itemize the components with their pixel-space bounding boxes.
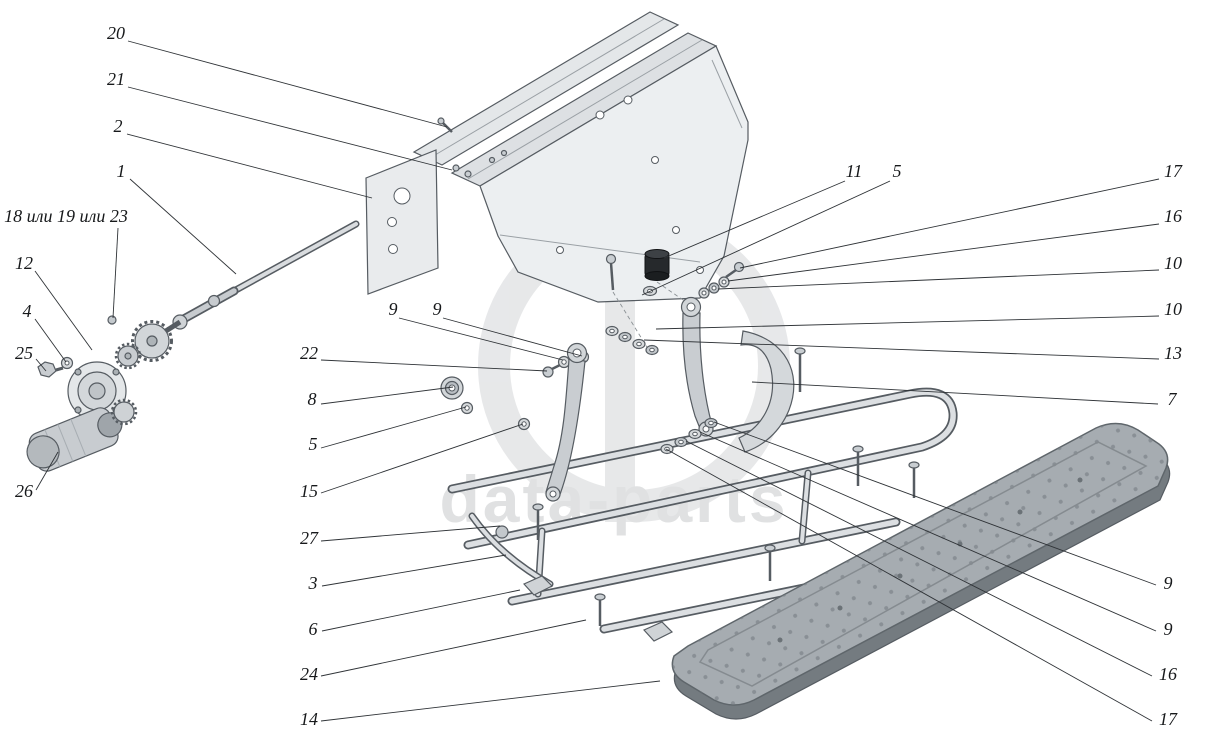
washer-row-mid <box>605 325 659 356</box>
drive-mechanism <box>26 220 360 472</box>
bolt <box>605 253 617 291</box>
leader-line-18-19-23 <box>112 227 119 319</box>
callout-label-16-b: 16 <box>1159 664 1177 684</box>
lever-right <box>680 296 714 437</box>
leader-line-5-left <box>320 406 467 449</box>
callout-label-11: 11 <box>846 161 863 181</box>
leader-line-26 <box>35 451 59 491</box>
bushing-8 <box>440 376 464 400</box>
leader-line-10-a <box>717 269 1160 290</box>
callout-label-20: 20 <box>107 23 125 43</box>
shaft-collar <box>207 294 221 308</box>
callout-label-22: 22 <box>300 343 318 363</box>
callout-label-18-19-23: 18 или 19 или 23 <box>4 206 128 226</box>
callout-label-9-d: 9 <box>1164 619 1173 639</box>
leader-line-7 <box>751 381 1159 405</box>
callout-label-5-left: 5 <box>309 434 318 454</box>
leader-line-20 <box>127 40 448 128</box>
callout-label-17-b: 17 <box>1159 709 1178 729</box>
callout-label-10-b: 10 <box>1164 299 1182 319</box>
leader-line-9-d <box>699 431 1157 632</box>
callout-label-13: 13 <box>1164 343 1182 363</box>
leader-line-12 <box>34 270 93 351</box>
gear-small-teeth <box>114 342 142 370</box>
frame-bolts <box>532 347 920 626</box>
callout-label-16-a: 16 <box>1164 206 1182 226</box>
frame-sleeve-27 <box>495 525 509 539</box>
callout-label-21: 21 <box>107 69 125 89</box>
fitting-25 <box>37 361 64 378</box>
motor-gear <box>113 401 135 423</box>
pin-part <box>107 315 117 325</box>
callout-label-15: 15 <box>300 481 318 501</box>
leader-line-21 <box>127 86 453 171</box>
mounting-bracket <box>365 11 749 303</box>
callout-label-24: 24 <box>300 664 318 684</box>
knob-11 <box>644 249 670 281</box>
leader-line-4 <box>34 318 67 363</box>
callout-label-27: 27 <box>300 528 319 548</box>
bolt-washers-upper-right <box>698 261 745 299</box>
leader-line-17-a <box>739 178 1160 269</box>
callout-label-9-b: 9 <box>433 299 442 319</box>
leader-line-16-b <box>685 440 1153 677</box>
frame-foot <box>642 621 674 642</box>
callout-label-7: 7 <box>1168 389 1178 409</box>
leader-line-17-b <box>665 448 1153 722</box>
lever-left <box>545 342 588 502</box>
leader-line-14 <box>320 680 661 722</box>
leader-line-3 <box>321 554 507 587</box>
leader-line-11 <box>663 180 846 259</box>
leader-line-8 <box>320 386 454 405</box>
callout-label-17-a: 17 <box>1164 161 1183 181</box>
leader-line-1 <box>129 178 237 275</box>
step-platform <box>671 422 1171 720</box>
leader-line-9-a <box>398 317 564 361</box>
leader-line-6 <box>321 589 521 632</box>
gear-large-teeth <box>131 320 173 362</box>
callout-label-14: 14 <box>300 709 318 729</box>
leader-line-16-a <box>727 223 1160 282</box>
leader-line-24 <box>320 619 587 677</box>
leader-line-9-b <box>442 317 583 357</box>
washer-row-lower <box>660 417 718 455</box>
callout-label-12: 12 <box>15 253 33 273</box>
leader-line-13 <box>643 339 1160 360</box>
bolt-22 <box>542 363 561 378</box>
leader-line-9-c <box>713 421 1157 586</box>
callout-label-8: 8 <box>308 389 317 409</box>
watermark-text: data-parts <box>439 462 788 536</box>
leader-line-22 <box>320 359 548 372</box>
leader-line-27 <box>320 525 501 542</box>
leader-line-5-top <box>641 180 891 296</box>
bracket-screws-21 <box>452 149 508 178</box>
leader-line-25 <box>35 358 47 372</box>
platform-rivets <box>777 477 1083 643</box>
linkage-parts <box>440 249 920 626</box>
callout-label-1: 1 <box>117 161 126 181</box>
callout-label-10-a: 10 <box>1164 253 1182 273</box>
callout-label-6: 6 <box>309 619 318 639</box>
callout-label-2: 2 <box>114 116 123 136</box>
callout-label-25: 25 <box>15 343 33 363</box>
leader-line-15 <box>320 423 524 494</box>
leader-line-2 <box>126 133 373 199</box>
platform-inner-line <box>698 441 1148 687</box>
motor-26 <box>26 407 123 472</box>
leader-line-10-b <box>655 315 1160 330</box>
callout-label-3: 3 <box>308 573 318 593</box>
frame-foot <box>522 575 554 596</box>
callout-label-4: 4 <box>23 301 32 321</box>
callout-label-9-a: 9 <box>389 299 398 319</box>
callout-label-5-top: 5 <box>893 161 902 181</box>
callout-label-26: 26 <box>15 481 33 501</box>
callout-label-9-c: 9 <box>1164 573 1173 593</box>
